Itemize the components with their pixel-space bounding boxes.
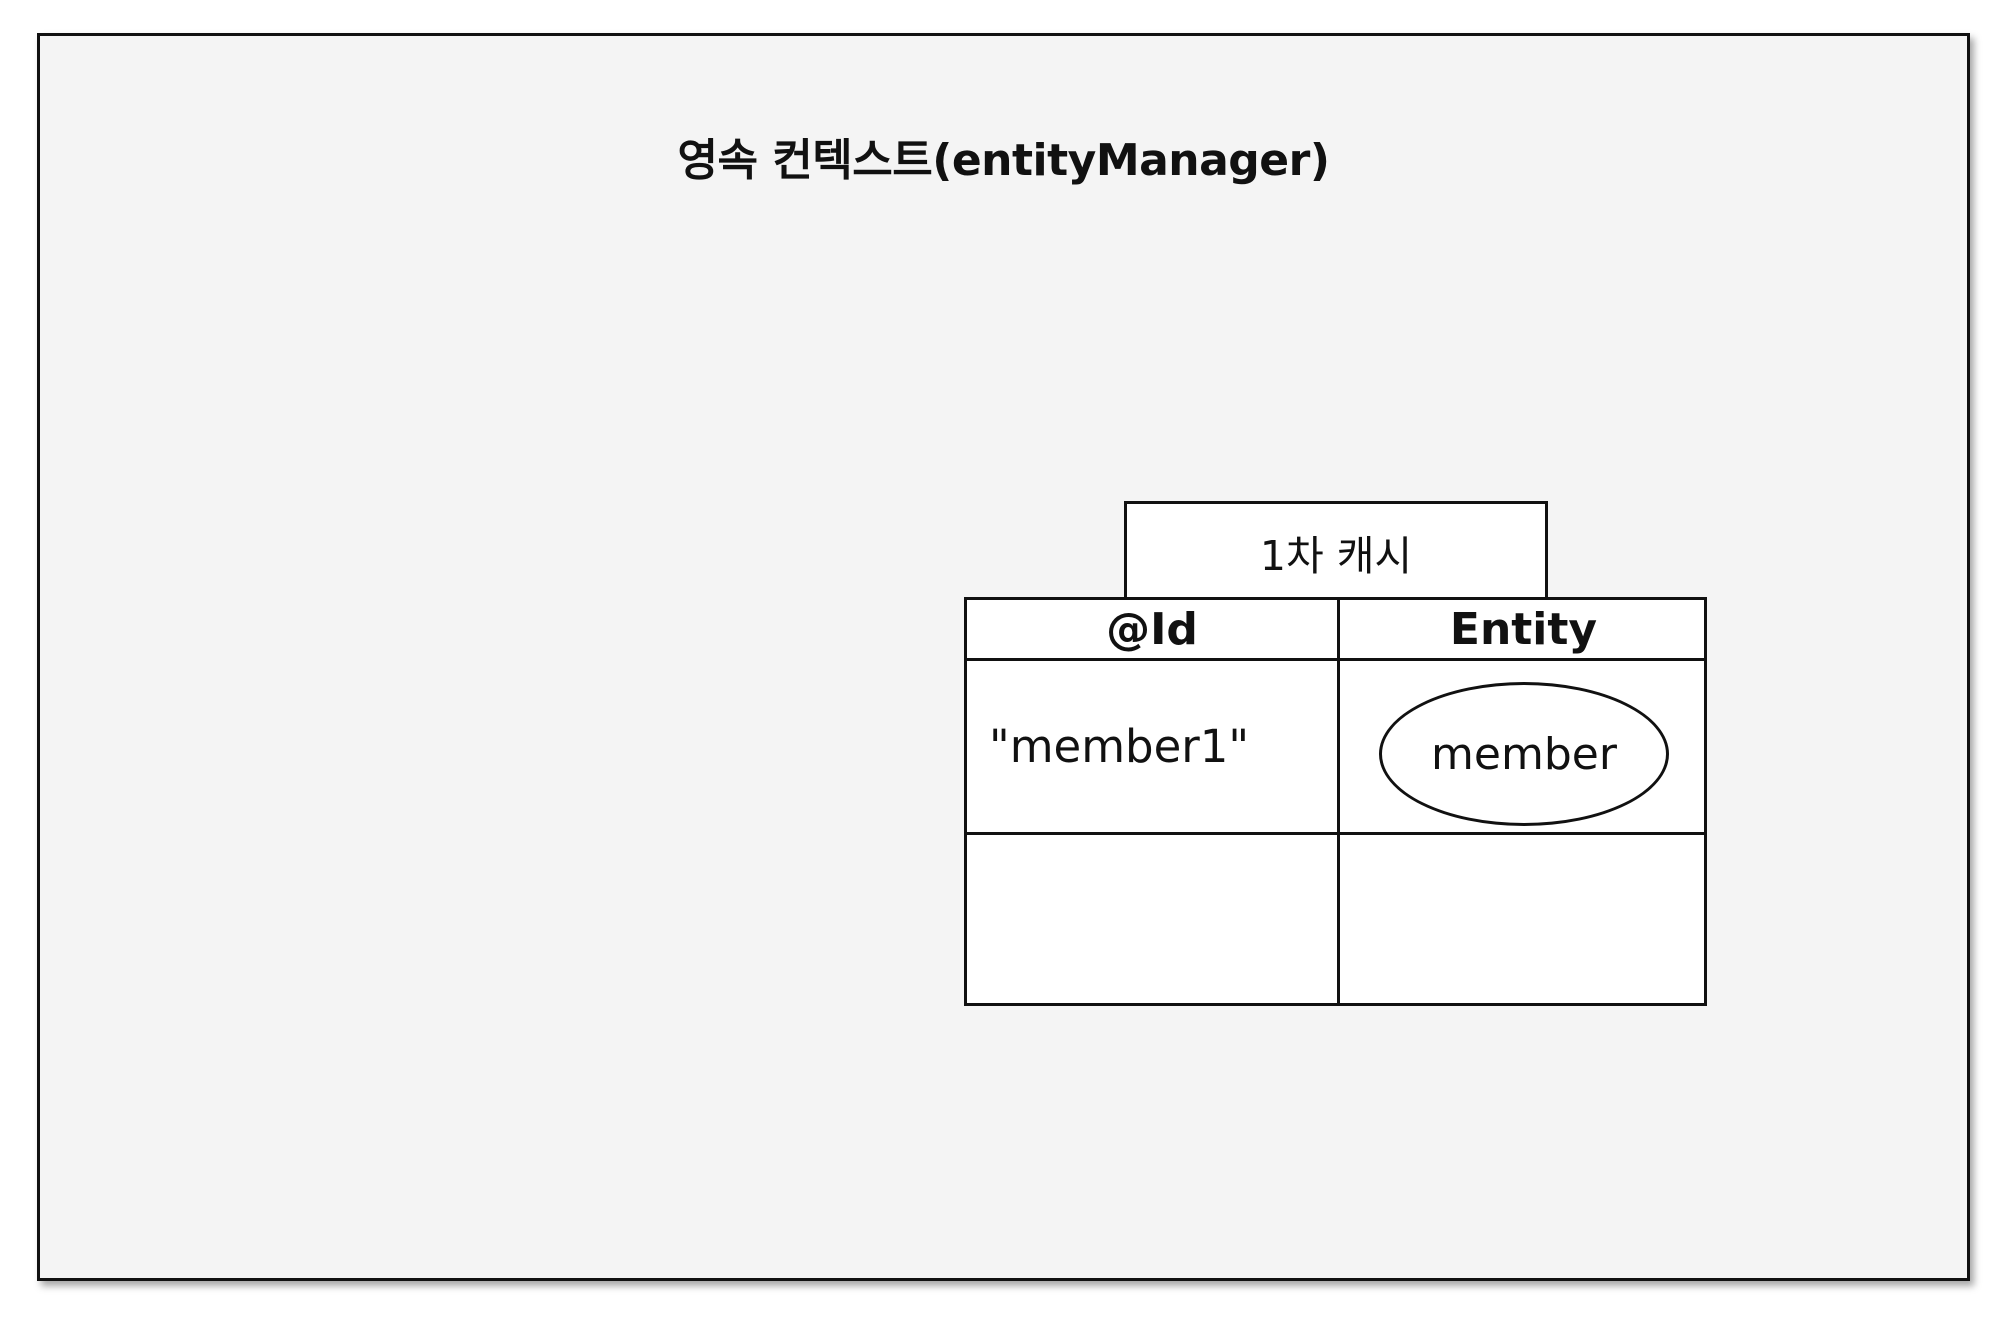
column-divider bbox=[1337, 600, 1340, 1003]
first-level-cache-label: 1차 캐시 bbox=[1124, 501, 1548, 600]
header-row-divider bbox=[967, 658, 1704, 661]
entity-column-header: Entity bbox=[1449, 603, 1598, 655]
cache-row-entity: member bbox=[1379, 682, 1669, 826]
row-divider bbox=[967, 832, 1704, 835]
cache-row-id: "member1" bbox=[989, 720, 1250, 773]
persistence-context-title: 영속 컨텍스트(entityManager) bbox=[677, 135, 1330, 186]
first-level-cache-table: @Id Entity "member1" member bbox=[964, 597, 1707, 1006]
id-column-header: @Id bbox=[1106, 603, 1198, 655]
